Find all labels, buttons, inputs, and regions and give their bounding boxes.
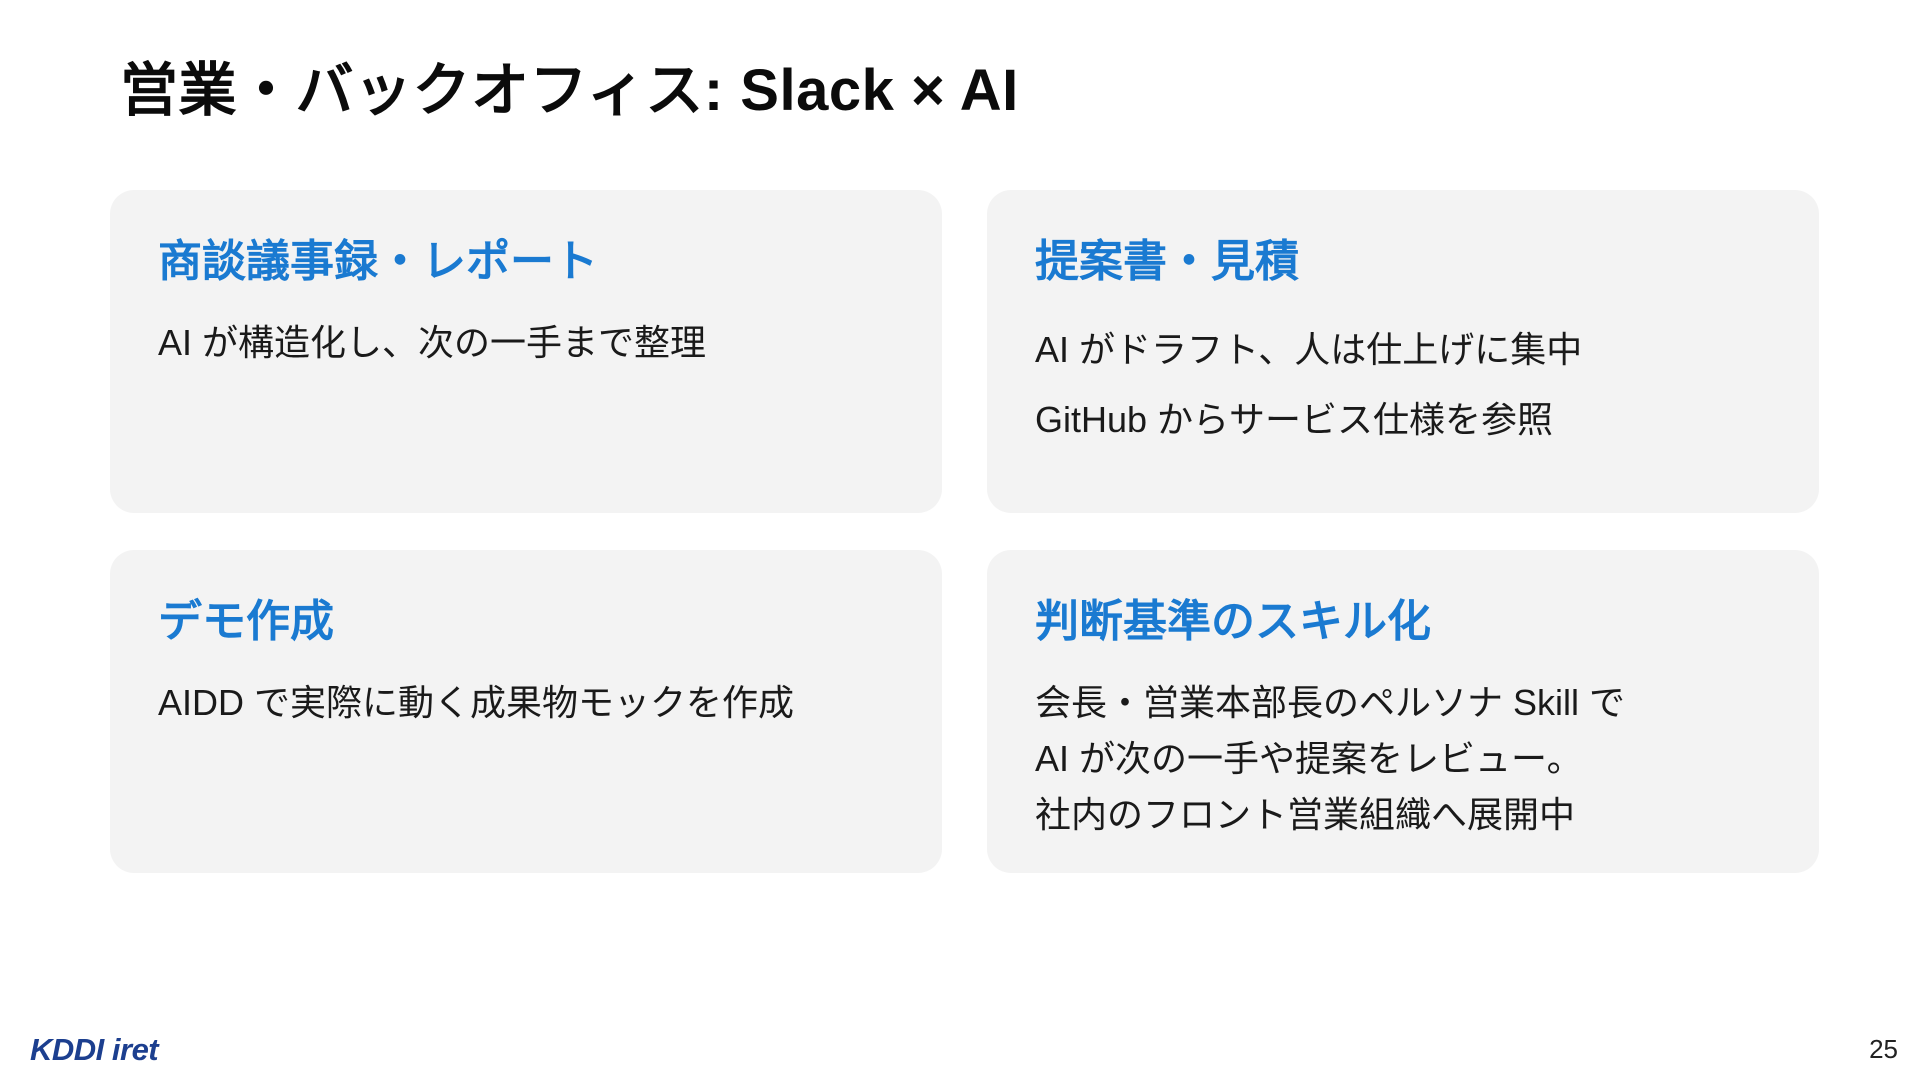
slide-title: 営業・バックオフィス: Slack × AI (120, 58, 1019, 123)
card-line: AI が構造化し、次の一手まで整理 (158, 321, 707, 363)
card-title: 提案書・見積 (1035, 237, 1299, 286)
card-body: AI が構造化し、次の一手まで整理 (158, 315, 894, 371)
card-title: デモ作成 (158, 597, 334, 646)
page-number: 25 (1869, 1034, 1898, 1064)
card-line: 会長・営業本部長のペルソナ Skill で (1035, 681, 1626, 723)
company-logo: KDDI iret (30, 1032, 159, 1067)
card-body: 会長・営業本部長のペルソナ Skill で AI が次の一手や提案をレビュー。 … (1035, 675, 1771, 843)
card-title: 判断基準のスキル化 (1035, 597, 1431, 646)
card-meeting-minutes: 商談議事録・レポート AI が構造化し、次の一手まで整理 (110, 190, 942, 513)
card-line: GitHub からサービス仕様を参照 (1035, 398, 1554, 440)
card-line: AI が次の一手や提案をレビュー。 (1035, 737, 1583, 779)
card-judgment-skill: 判断基準のスキル化 会長・営業本部長のペルソナ Skill で AI が次の一手… (987, 550, 1819, 873)
card-line: AI がドラフト、人は仕上げに集中 (1035, 328, 1583, 370)
card-body: AI がドラフト、人は仕上げに集中 GitHub からサービス仕様を参照 (1035, 315, 1771, 455)
card-body: AIDD で実際に動く成果物モックを作成 (158, 675, 894, 731)
card-line: 社内のフロント営業組織へ展開中 (1035, 793, 1576, 835)
card-line: AIDD で実際に動く成果物モックを作成 (158, 681, 795, 723)
card-demo-creation: デモ作成 AIDD で実際に動く成果物モックを作成 (110, 550, 942, 873)
card-title: 商談議事録・レポート (158, 237, 598, 286)
card-proposal-estimate: 提案書・見積 AI がドラフト、人は仕上げに集中 GitHub からサービス仕様… (987, 190, 1819, 513)
